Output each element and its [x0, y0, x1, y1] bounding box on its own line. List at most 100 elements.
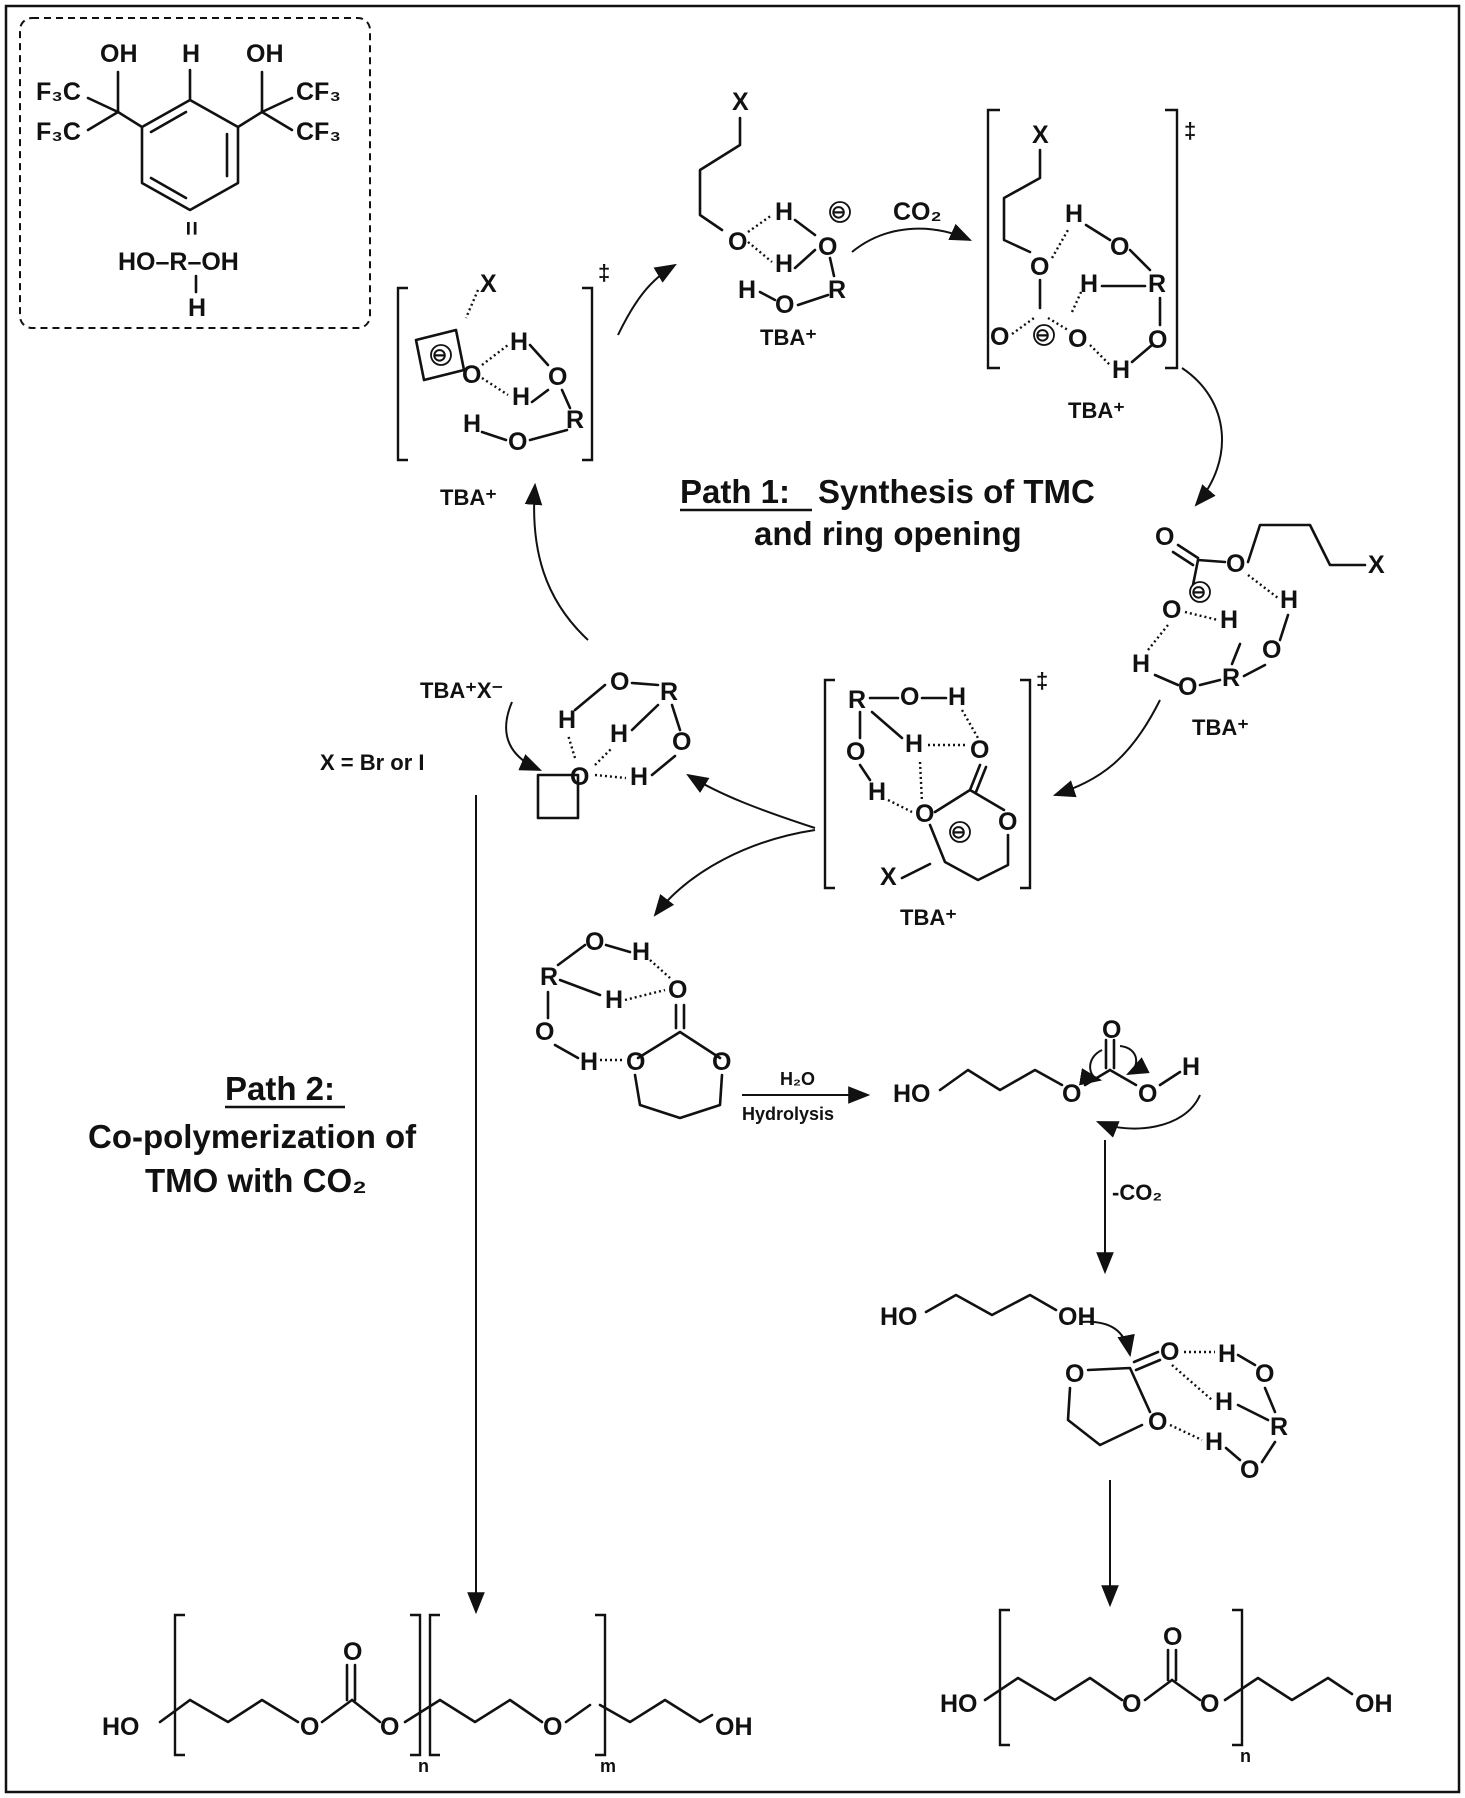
ts3-minus: ⊖: [951, 822, 966, 842]
arrow-co2-insertion: [851, 223, 973, 253]
ts3-h3: H: [868, 778, 886, 806]
complex-h3: H: [630, 763, 648, 791]
tmcb-r: R: [1270, 1413, 1288, 1441]
ts2-r: R: [1148, 270, 1166, 298]
complex-o2: O: [672, 728, 691, 756]
ts3-tba: TBA⁺: [900, 905, 957, 930]
tmcb-o-ring2: O: [1148, 1408, 1167, 1436]
monoester-o-oh: O: [1138, 1080, 1157, 1108]
path2-line2: Co-polymerization of: [88, 1118, 417, 1155]
ts3-r: R: [848, 686, 866, 714]
co2-label: CO₂: [893, 198, 942, 226]
tmcb-o-ring1: O: [1065, 1360, 1084, 1388]
arrow-ts3-to-tmc: [653, 829, 816, 917]
copoly-n: n: [418, 1756, 429, 1776]
complex-o1: O: [610, 668, 629, 696]
inset-oh-right: OH: [246, 40, 284, 68]
alkoxide-o2: O: [775, 291, 794, 319]
monoester-ho: HO: [893, 1080, 931, 1108]
ts1-r: R: [566, 406, 584, 434]
polyc-oh: OH: [1355, 1690, 1393, 1718]
alkoxide-x: X: [732, 88, 749, 116]
alkoxide-h2: H: [775, 250, 793, 278]
carbonate-tba: TBA⁺: [1192, 715, 1249, 740]
carbonate-r: R: [1222, 664, 1240, 692]
ts1-o1: O: [548, 363, 567, 391]
linear-carbonate: O O X ⊖ O H H O H R O TBA⁺: [1132, 523, 1385, 740]
polyc-o-dbl: O: [1163, 1623, 1182, 1651]
copoly-o-dbl: O: [343, 1638, 362, 1666]
copoly-o2: O: [380, 1713, 399, 1741]
carbonate-h1: H: [1280, 586, 1298, 614]
alkoxide-tba: TBA⁺: [760, 325, 817, 350]
copoly-m: m: [600, 1756, 616, 1776]
diol-oh: OH: [1058, 1303, 1096, 1331]
inset-catalyst-formula: HO–R–OH: [118, 248, 239, 276]
ts2-x: X: [1032, 121, 1049, 149]
outer-frame: [4, 4, 1461, 1794]
alkoxide-intermediate: X O H O ⊖ H H O R TBA⁺: [698, 88, 851, 350]
tmc-r: R: [540, 963, 558, 991]
ts1-o: O: [462, 361, 481, 389]
tmcb-h2: H: [1215, 1388, 1233, 1416]
inset-cf3-right-bottom: CF₃: [296, 118, 341, 146]
tmc-o-carbonyl: O: [668, 976, 687, 1004]
arrow-ts1-to-alkoxide: [617, 263, 677, 336]
ts2-minus: ⊖: [1035, 325, 1050, 345]
ts1-h2: H: [512, 383, 530, 411]
minus-co2-label: -CO₂: [1112, 1180, 1162, 1205]
x-definition: X = Br or I: [320, 750, 425, 775]
ts2-o1: O: [1030, 253, 1049, 281]
ts3-h2: H: [905, 730, 923, 758]
path1-title-underlined: Path 1:: [680, 473, 790, 510]
tmc-complex-bottom: O H O O O H R H O: [1065, 1320, 1288, 1484]
ts1-x: X: [480, 270, 497, 298]
ts1-o2: O: [508, 428, 527, 456]
polyc-n: n: [1240, 1746, 1251, 1766]
path1-title-line2: and ring opening: [754, 515, 1022, 552]
ts2-h2: H: [1080, 270, 1098, 298]
reaction-arrows: [467, 223, 1223, 1615]
inset-equals: =: [177, 221, 205, 236]
ts2-o2: O: [1110, 233, 1129, 261]
arrow-salt-attack: [505, 701, 543, 771]
inset-h-top: H: [182, 40, 200, 68]
inset-oh-left: OH: [100, 40, 138, 68]
ts2-h1: H: [1065, 200, 1083, 228]
complex-h2: H: [610, 720, 628, 748]
alkoxide-o: O: [728, 228, 747, 256]
ts3-o-ring2: O: [998, 808, 1017, 836]
tmc-h2: H: [605, 986, 623, 1014]
ts3-x: X: [880, 863, 897, 891]
carbonate-o-dbl: O: [1155, 523, 1174, 551]
ts2-co2-insertion: ‡ X O O ⊖ O H O H R O H TBA⁺: [986, 108, 1196, 423]
polycarbonate-product: HO O O O n OH: [940, 1608, 1393, 1766]
tmcb-o1: O: [1255, 1360, 1274, 1388]
copoly-oh: OH: [715, 1713, 753, 1741]
arrow-ts2-to-carbonate: [1181, 367, 1223, 507]
path1-title-rest: Synthesis of TMC: [818, 473, 1095, 510]
inset-catalyst-h: H: [188, 294, 206, 322]
ts3-h1: H: [948, 683, 966, 711]
ts1-tba: TBA⁺: [440, 485, 497, 510]
alkoxide-h1: H: [775, 198, 793, 226]
ts2-h3: H: [1112, 356, 1130, 384]
complex-o-ring: O: [570, 763, 589, 791]
path1-title: Path 1: Synthesis of TMC and ring openin…: [680, 473, 1095, 552]
ts2-tba: TBA⁺: [1068, 398, 1125, 423]
tmc-o-ring1: O: [626, 1048, 645, 1076]
inset-cf3-right-top: CF₃: [296, 78, 341, 106]
alkoxide-r: R: [828, 276, 846, 304]
arrow-ts3-to-complex: [686, 773, 816, 829]
ts1-h3: H: [463, 410, 481, 438]
ts2-o3: O: [1148, 326, 1167, 354]
copolymer-product: HO O O O n O m OH: [102, 1613, 753, 1776]
tmc-catalyst-complex: O H R H O O H O O: [535, 928, 731, 1120]
carbonate-o-minus: O: [1162, 596, 1181, 624]
tmcb-o2: O: [1240, 1456, 1259, 1484]
tmcb-o-dbl: O: [1160, 1338, 1179, 1366]
ts2-o-right: O: [1068, 325, 1087, 353]
propanediol: HO OH: [880, 1293, 1096, 1331]
carbonate-o2: O: [1262, 636, 1281, 664]
tmcb-h3: H: [1205, 1428, 1223, 1456]
